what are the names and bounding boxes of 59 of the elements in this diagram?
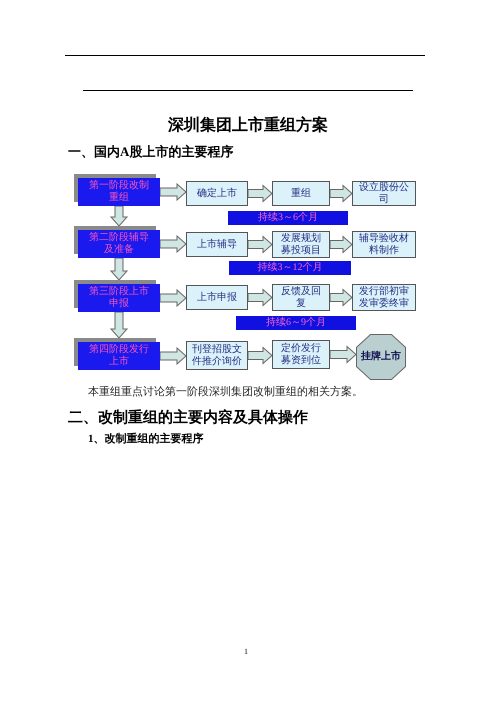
process-box — [186, 181, 248, 206]
node-text: 上市辅导 — [197, 238, 237, 250]
node-text: 持续6～9个月 — [266, 317, 326, 329]
block-arrow — [330, 288, 353, 307]
node-text: 第一阶段改制重组 — [88, 180, 150, 204]
process-box — [352, 231, 416, 258]
duration-bar — [236, 316, 356, 330]
node-text: 辅导验收材料制作 — [358, 232, 410, 256]
block-arrow — [248, 184, 273, 203]
section-heading: 二、改制重组的主要内容及具体操作 — [68, 408, 308, 428]
paragraph: 本重组重点讨论第一阶段深圳集团改制重组的相关方案。 — [88, 384, 363, 400]
node-text: 发行部初审发审委终审 — [358, 286, 410, 310]
node-text: 持续3～12个月 — [258, 262, 322, 274]
block-arrow — [110, 258, 128, 281]
block-arrow — [248, 288, 273, 307]
node-text: 设立股份公司 — [358, 182, 410, 206]
block-arrow — [160, 234, 187, 254]
node-text: 第二阶段辅导及准备 — [88, 232, 150, 256]
block-arrow — [110, 312, 128, 339]
node-text: 挂牌上市 — [361, 351, 401, 363]
process-box — [272, 284, 330, 311]
title: 深圳集团上市重组方案 — [167, 115, 329, 136]
node-text: 第三阶段上市申报 — [88, 286, 150, 310]
node-text: 定价发行募资到位 — [280, 342, 322, 366]
process-box — [186, 341, 248, 370]
node-text: 确定上市 — [197, 188, 237, 200]
duration-bar — [229, 261, 351, 275]
block-arrow — [110, 206, 128, 227]
process-box — [352, 284, 416, 311]
page-number: 1 — [244, 646, 248, 658]
process-box — [272, 181, 330, 206]
node-text: 上市申报 — [197, 292, 237, 304]
block-arrow — [330, 235, 353, 254]
block-arrow — [248, 235, 273, 254]
block-arrow — [160, 346, 187, 366]
octagon-node — [356, 334, 406, 380]
process-box — [186, 232, 248, 257]
block-arrow — [330, 184, 353, 203]
node-text: 重组 — [291, 188, 311, 200]
section-heading: 一、国内A股上市的主要程序 — [68, 143, 234, 161]
block-arrow — [330, 345, 357, 364]
block-arrow — [248, 346, 273, 365]
subsection-heading: 1、改制重组的主要程序 — [88, 432, 204, 447]
process-box — [272, 231, 330, 258]
node-text: 第四阶段发行上市 — [88, 344, 150, 368]
stage-box — [78, 230, 160, 258]
process-box — [186, 285, 248, 310]
block-arrow — [160, 182, 187, 202]
block-arrow — [160, 288, 187, 308]
process-box — [272, 340, 330, 369]
node-text: 持续3～6个月 — [258, 212, 318, 224]
duration-bar — [228, 211, 348, 225]
node-text: 发展规划募投项目 — [280, 232, 322, 256]
stage-box — [78, 178, 160, 206]
process-box — [352, 181, 416, 206]
stage-box — [78, 284, 160, 312]
node-text: 刊登招股文件推介询价 — [191, 344, 243, 368]
stage-box — [78, 342, 160, 370]
node-text: 反馈及回复 — [280, 286, 322, 310]
